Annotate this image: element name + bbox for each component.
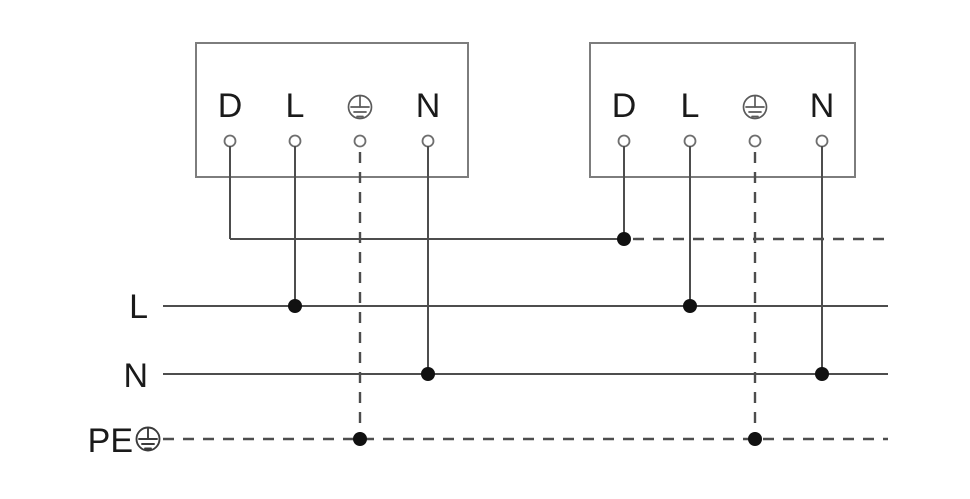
device-left-terminal-n-label: N [416,87,441,125]
terminal-ring-icon [288,134,302,148]
terminal-ring-icon [683,134,697,148]
bus-n: N [123,357,888,395]
bus-pe-label: PE [88,422,133,460]
device-left-terminal-d-label: D [218,87,243,125]
device-left: D L N [195,42,469,178]
device-left-terminal-pe[interactable] [347,94,373,148]
junction-left-n [421,367,435,381]
junction-left-l [288,299,302,313]
bus-l-label: L [129,288,148,326]
terminal-ring-icon [815,134,829,148]
junction-right-n [815,367,829,381]
bus-pe: PE [88,422,888,460]
earth-ground-icon [742,94,768,120]
device-left-terminal-d[interactable]: D [218,87,243,148]
terminal-ring-icon [421,134,435,148]
terminal-ring-icon [617,134,631,148]
device-right-terminal-l-label: L [681,87,700,125]
device-right-terminal-n-label: N [810,87,835,125]
junction-left-pe [353,432,367,446]
device-left-terminal-l[interactable]: L [286,87,305,148]
earth-ground-icon [347,94,373,120]
junction-right-d [617,232,631,246]
device-right-terminal-l[interactable]: L [681,87,700,148]
junction-right-l [683,299,697,313]
device-left-terminal-n[interactable]: N [416,87,441,148]
junction-dots [288,232,829,446]
terminal-ring-icon [353,134,367,148]
device-left-enclosure [195,42,469,178]
device-right: D L N [589,42,856,178]
device-right-terminal-d[interactable]: D [612,87,637,148]
device-right-enclosure [589,42,856,178]
device-right-terminal-pe[interactable] [742,94,768,148]
terminal-ring-icon [748,134,762,148]
terminal-ring-icon [223,134,237,148]
bus-l: L [129,288,888,326]
earth-ground-icon [135,426,161,452]
device-right-terminal-d-label: D [612,87,637,125]
device-right-terminal-n[interactable]: N [810,87,835,148]
device-left-terminal-l-label: L [286,87,305,125]
junction-right-pe [748,432,762,446]
drop-wires [229,146,823,439]
bus-n-label: N [123,357,148,395]
